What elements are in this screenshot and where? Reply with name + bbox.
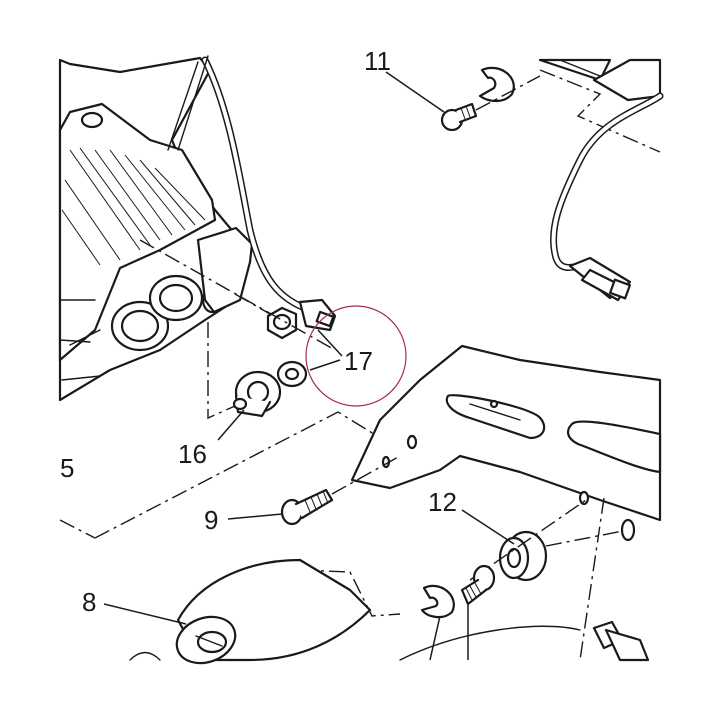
connector-lower-right	[592, 620, 650, 662]
clip-11	[478, 66, 515, 103]
hex-nut-17	[266, 306, 298, 340]
axis-grommet-12	[545, 529, 629, 547]
frame-plate	[350, 344, 662, 522]
bolt-9	[280, 488, 334, 526]
highlight-circle	[305, 305, 407, 407]
bottom-contour	[399, 625, 581, 661]
screw-11	[440, 102, 478, 132]
washer-17	[276, 360, 308, 388]
callout-9: 9	[204, 505, 218, 535]
housing-assembly	[58, 56, 254, 402]
callout-11: 11	[364, 46, 391, 76]
leader-17	[309, 329, 343, 371]
callout-12: 12	[428, 487, 457, 517]
clip-lower	[420, 584, 455, 619]
cover-8	[175, 558, 372, 665]
screw-lower	[460, 564, 496, 606]
callout-17: 17	[344, 346, 373, 376]
leader-lower	[429, 604, 469, 661]
leader-11	[385, 71, 445, 113]
leader-12	[461, 509, 515, 545]
leader-16	[217, 409, 245, 441]
spacer-16	[232, 370, 282, 418]
bottom-arc	[129, 651, 161, 661]
leader-8	[103, 603, 187, 625]
axis-bolt-9	[331, 455, 401, 495]
grommet-12	[498, 530, 548, 582]
cable-connector	[298, 298, 337, 332]
callout-16: 16	[178, 439, 207, 469]
assembly-axes-right	[299, 490, 636, 661]
callout-8: 8	[82, 587, 96, 617]
callout-5: 5	[60, 453, 74, 483]
axis-screw-11	[475, 75, 541, 111]
cable-right	[550, 92, 664, 272]
leader-9	[227, 513, 283, 520]
connector-right	[568, 256, 632, 302]
frame-top-right	[538, 58, 662, 153]
sensor-cable	[167, 55, 314, 314]
